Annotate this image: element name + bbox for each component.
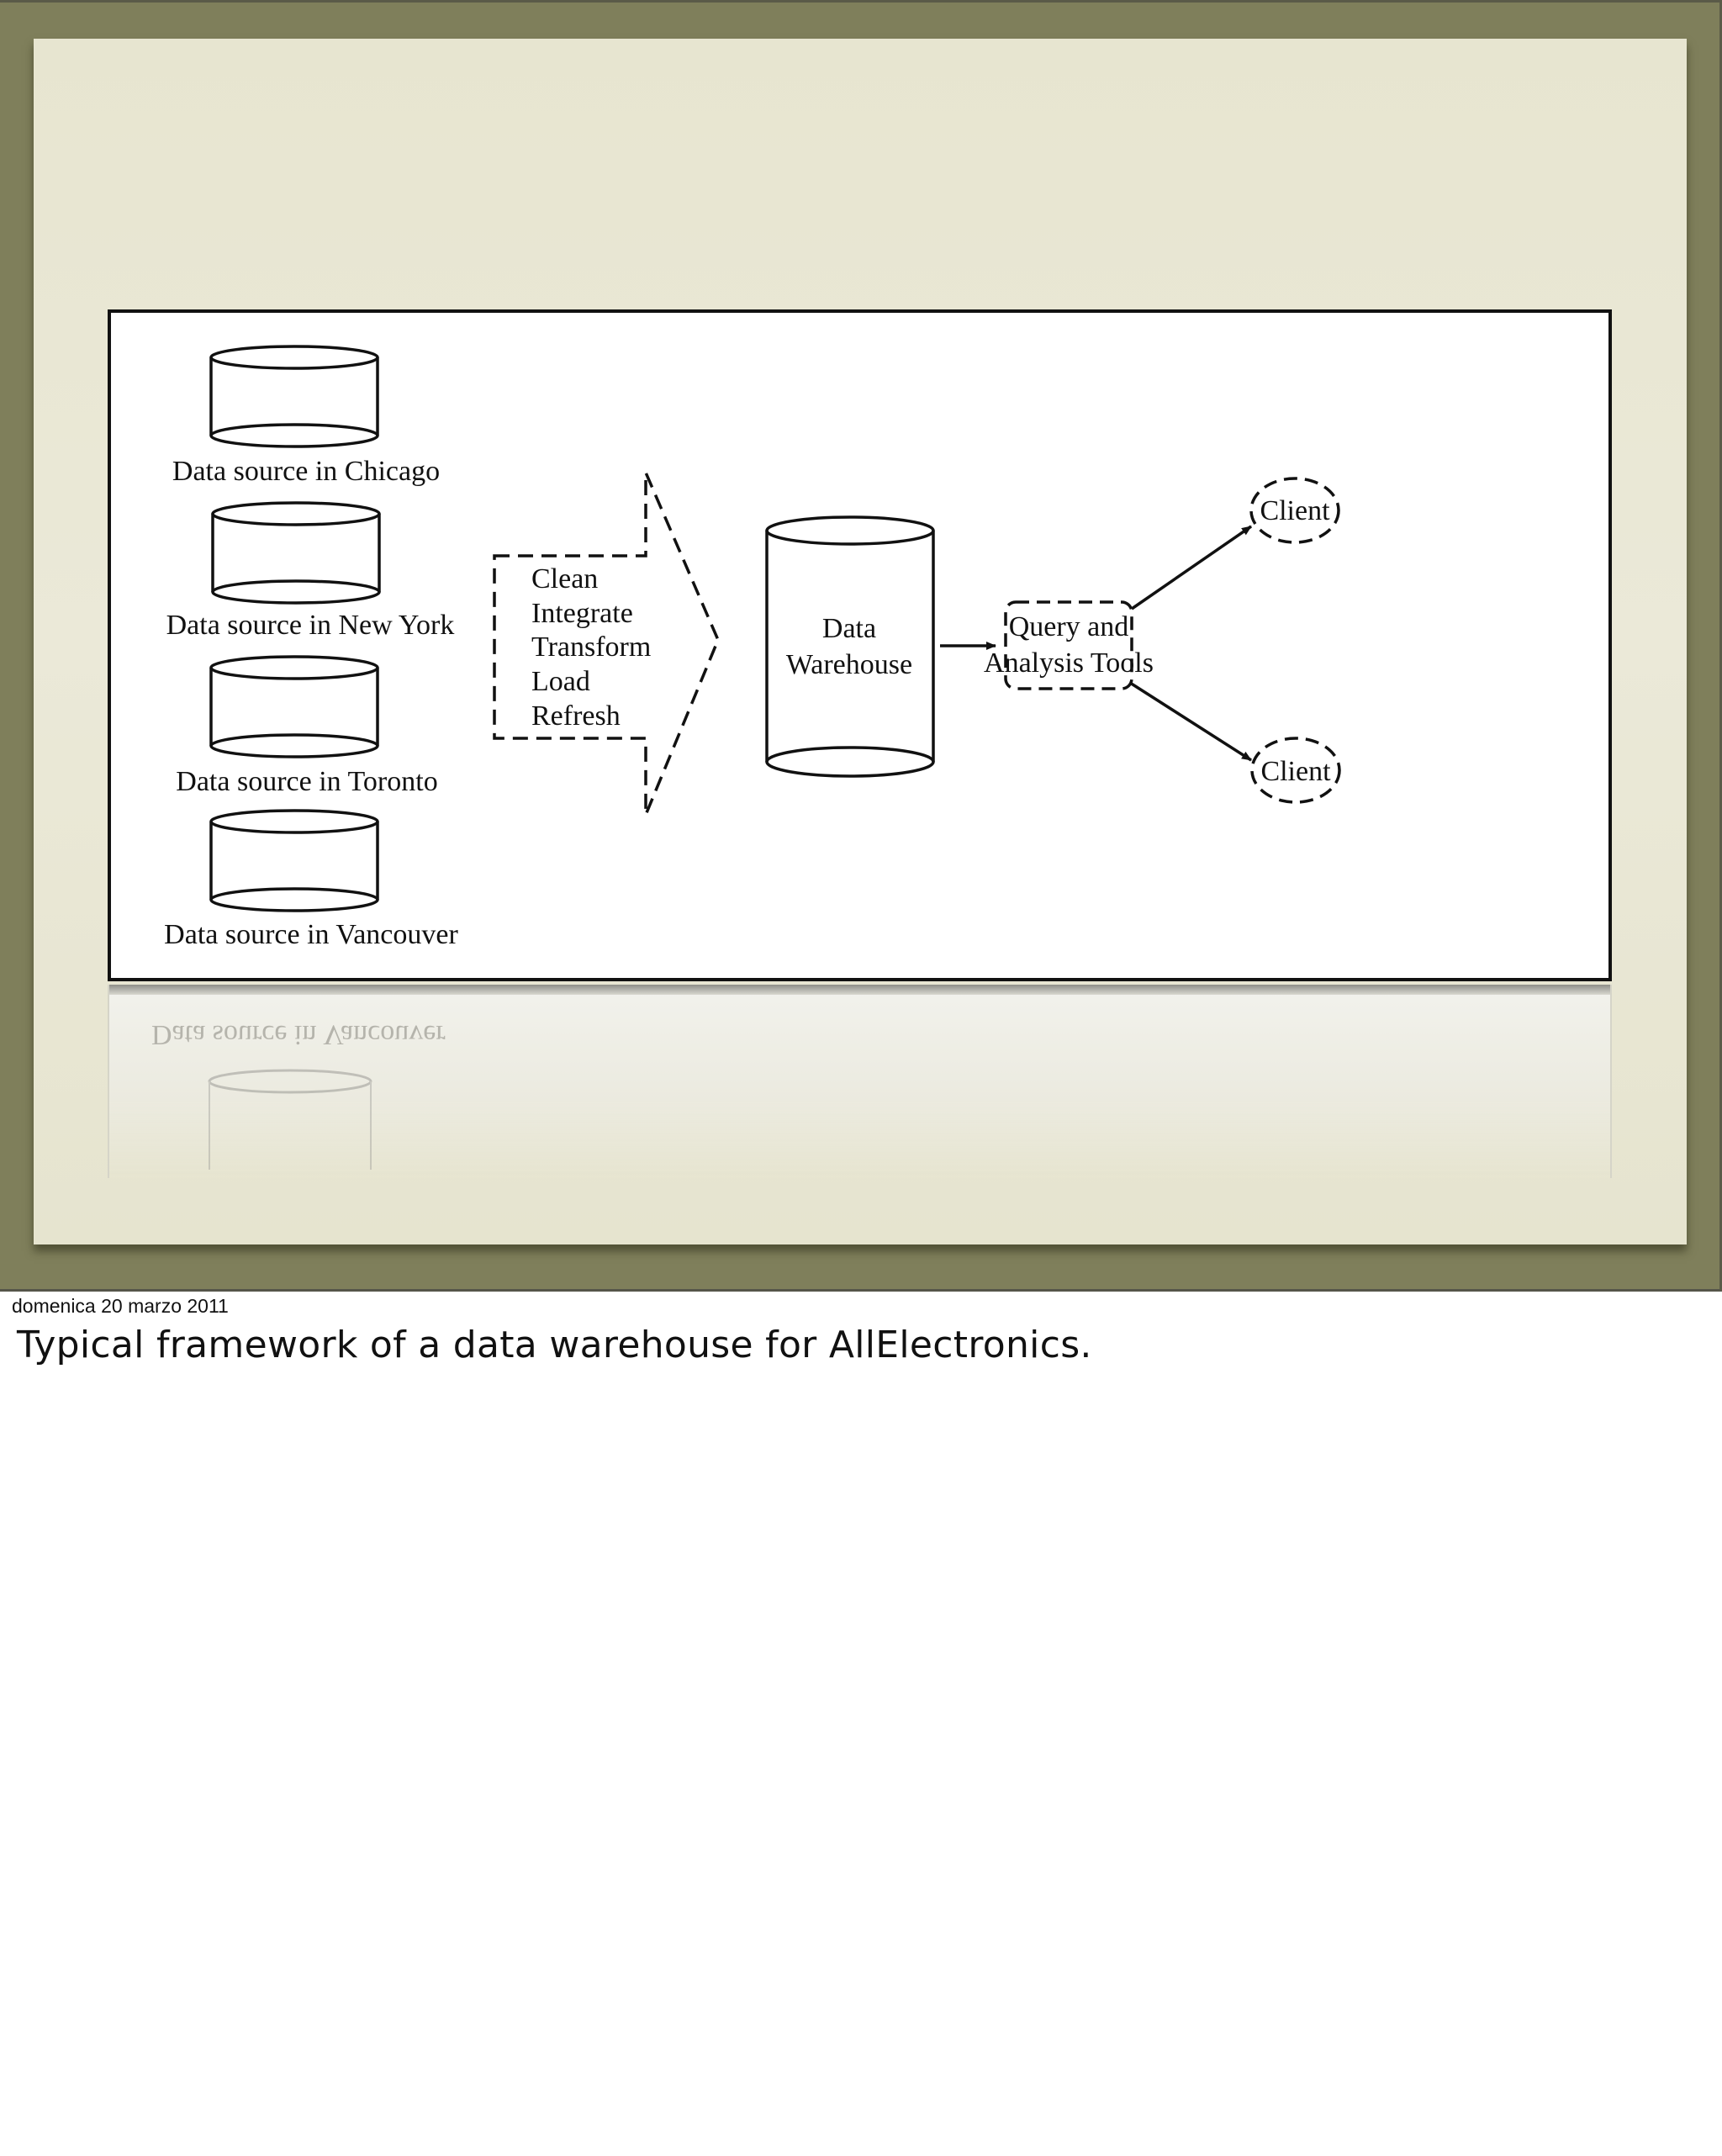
reflection-label: Data source in Vancouver: [151, 1019, 446, 1050]
diagram-canvas: Data source in Chicago Data source in Ne…: [164, 345, 1341, 950]
diagram-figure: Data source in Chicago Data source in Ne…: [108, 309, 1612, 981]
warehouse-cylinder-icon: [765, 515, 935, 778]
query-tools-box: [1004, 600, 1133, 690]
client-1-ellipse: [1249, 477, 1340, 544]
cylinder-icon-new-york: [211, 501, 381, 605]
client-1-label: Client: [1260, 495, 1330, 526]
etl-step-transform: Transform: [531, 631, 651, 663]
slide-date: domenica 20 marzo 2011: [12, 1295, 229, 1317]
warehouse-label-line1: Data: [822, 613, 876, 644]
cylinder-icon-chicago: [209, 345, 379, 448]
tools-label-line2: Analysis Tools: [984, 647, 1154, 679]
client-2-label: Client: [1260, 756, 1331, 787]
arrow-tools-to-client-1: [1131, 525, 1252, 610]
reflection-edge: [109, 985, 1610, 995]
reflection-cylinder-icon: [208, 1069, 372, 1170]
source-label-new-york: Data source in New York: [166, 610, 455, 641]
source-label-toronto: Data source in Toronto: [176, 766, 437, 797]
warehouse-label-line2: Warehouse: [786, 649, 912, 680]
etl-step-clean: Clean: [531, 563, 598, 594]
arrow-tools-to-client-2: [1129, 681, 1252, 762]
etl-step-integrate: Integrate: [531, 598, 633, 629]
source-label-chicago: Data source in Chicago: [172, 456, 440, 487]
etl-step-load: Load: [531, 666, 590, 697]
slide-caption: Typical framework of a data warehouse fo…: [17, 1324, 1092, 1366]
client-2-ellipse: [1250, 737, 1341, 804]
tools-label-line1: Query and: [1009, 611, 1129, 642]
diagram-reflection: Data source in Vancouver: [108, 985, 1612, 1178]
etl-arrow-shape: [493, 472, 720, 816]
cylinder-icon-vancouver: [209, 809, 379, 912]
source-label-vancouver: Data source in Vancouver: [164, 919, 458, 950]
etl-step-refresh: Refresh: [531, 700, 621, 732]
cylinder-icon-toronto: [209, 655, 379, 758]
